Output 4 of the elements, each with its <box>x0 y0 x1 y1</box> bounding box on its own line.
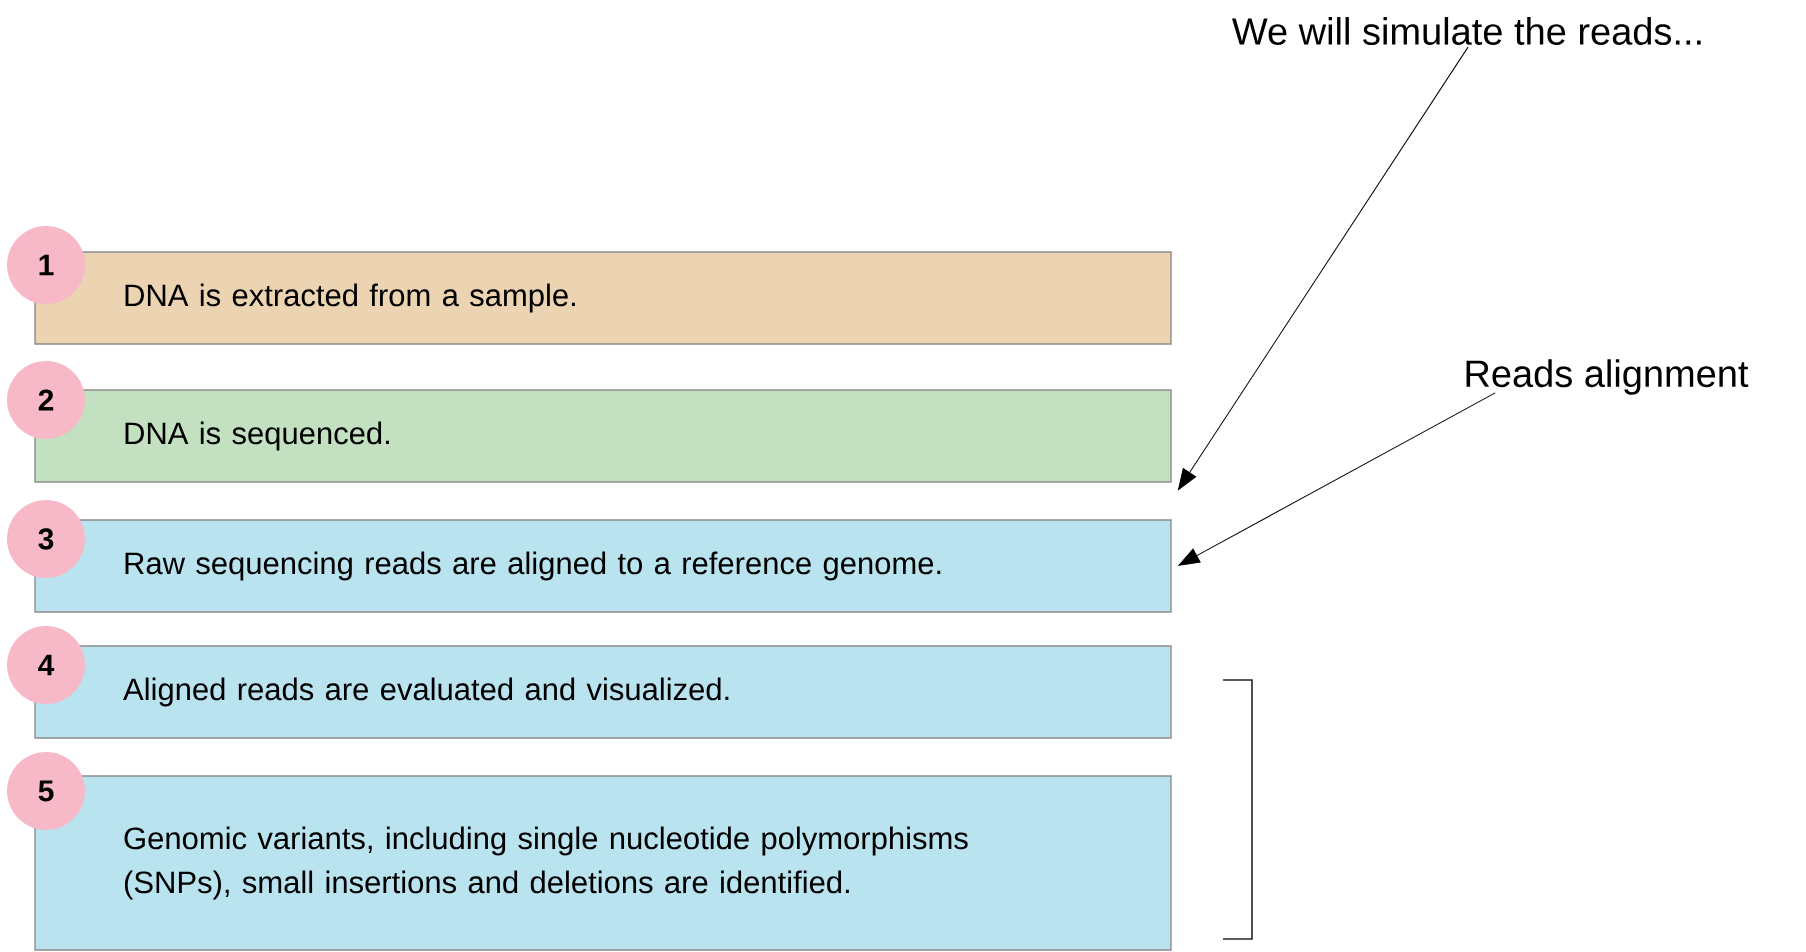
arrow <box>1178 46 1469 490</box>
note-text: We will simulate the reads... <box>1232 17 1701 45</box>
arrow <box>1178 392 1496 566</box>
note-text: Reads alignment <box>1466 359 1749 395</box>
